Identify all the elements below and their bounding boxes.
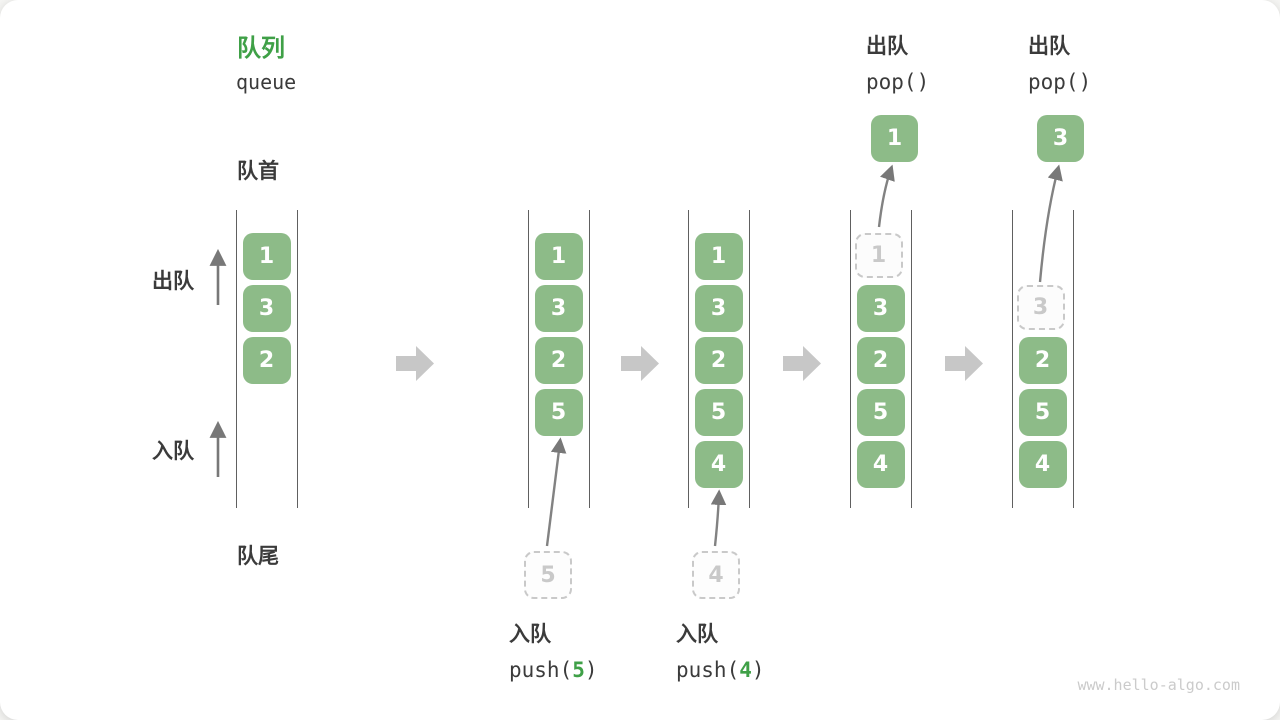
step-arrow-icon xyxy=(945,346,983,381)
queue-cell: 5 xyxy=(856,389,905,436)
push-arg: 5 xyxy=(572,658,585,682)
step-arrow-icon xyxy=(396,346,434,381)
page-subtitle: queue xyxy=(236,70,297,94)
queue-cell: 4 xyxy=(1018,441,1067,488)
push-code-open: push( xyxy=(509,658,573,682)
queue-cell: 5 xyxy=(1018,389,1067,436)
label-queue-rear: 队尾 xyxy=(237,544,279,568)
pop-label-zh: 出队 xyxy=(1028,34,1070,58)
queue-cell: 2 xyxy=(534,337,583,384)
queue-cell: 3 xyxy=(242,285,291,332)
push-arg: 4 xyxy=(739,658,752,682)
queue-state-1: 1 3 2 xyxy=(236,210,298,508)
step-arrow-icon xyxy=(621,346,659,381)
queue-cell: 1 xyxy=(534,233,583,280)
push-code-close: ) xyxy=(751,658,765,682)
pop-code: pop() xyxy=(1028,70,1092,94)
pop-label-zh: 出队 xyxy=(866,34,908,58)
pop-code: pop() xyxy=(866,70,930,94)
queue-cell: 2 xyxy=(856,337,905,384)
popped-element: 1 xyxy=(871,115,918,162)
queue-cell-removed: 3 xyxy=(1016,285,1065,330)
staged-element: 5 xyxy=(524,551,572,599)
push-operation-label: 入队 push(4) xyxy=(676,616,765,688)
label-queue-front: 队首 xyxy=(237,159,279,183)
queue-cell: 4 xyxy=(694,441,743,488)
label-dequeue-side: 出队 xyxy=(152,269,194,293)
page-title: 队列 xyxy=(237,34,285,62)
queue-cell-removed: 1 xyxy=(854,233,903,278)
step-arrow-icon xyxy=(783,346,821,381)
push-operation-label: 入队 push(5) xyxy=(509,616,598,688)
queue-cell: 2 xyxy=(1018,337,1067,384)
queue-state-2: 1 3 2 5 xyxy=(528,210,590,508)
queue-cell: 3 xyxy=(694,285,743,332)
watermark: www.hello-algo.com xyxy=(1077,676,1240,694)
queue-cell: 5 xyxy=(694,389,743,436)
queue-cell: 3 xyxy=(856,285,905,332)
queue-cell: 3 xyxy=(534,285,583,332)
queue-state-3: 1 3 2 5 4 xyxy=(688,210,750,508)
pop-operation-label: 出队 pop() xyxy=(866,28,929,100)
queue-cell: 2 xyxy=(694,337,743,384)
push-label-zh: 入队 xyxy=(509,622,551,646)
push-code-open: push( xyxy=(676,658,740,682)
queue-cell: 4 xyxy=(856,441,905,488)
push-code-close: ) xyxy=(584,658,598,682)
queue-cell: 2 xyxy=(242,337,291,384)
label-enqueue-side: 入队 xyxy=(152,439,194,463)
queue-cell: 1 xyxy=(694,233,743,280)
queue-cell: 5 xyxy=(534,389,583,436)
popped-element: 3 xyxy=(1037,115,1084,162)
queue-cell: 1 xyxy=(242,233,291,280)
queue-state-4: 1 3 2 5 4 xyxy=(850,210,912,508)
pop-operation-label: 出队 pop() xyxy=(1028,28,1091,100)
staged-element: 4 xyxy=(692,551,740,599)
queue-state-5: 3 2 5 4 xyxy=(1012,210,1074,508)
push-label-zh: 入队 xyxy=(676,622,718,646)
